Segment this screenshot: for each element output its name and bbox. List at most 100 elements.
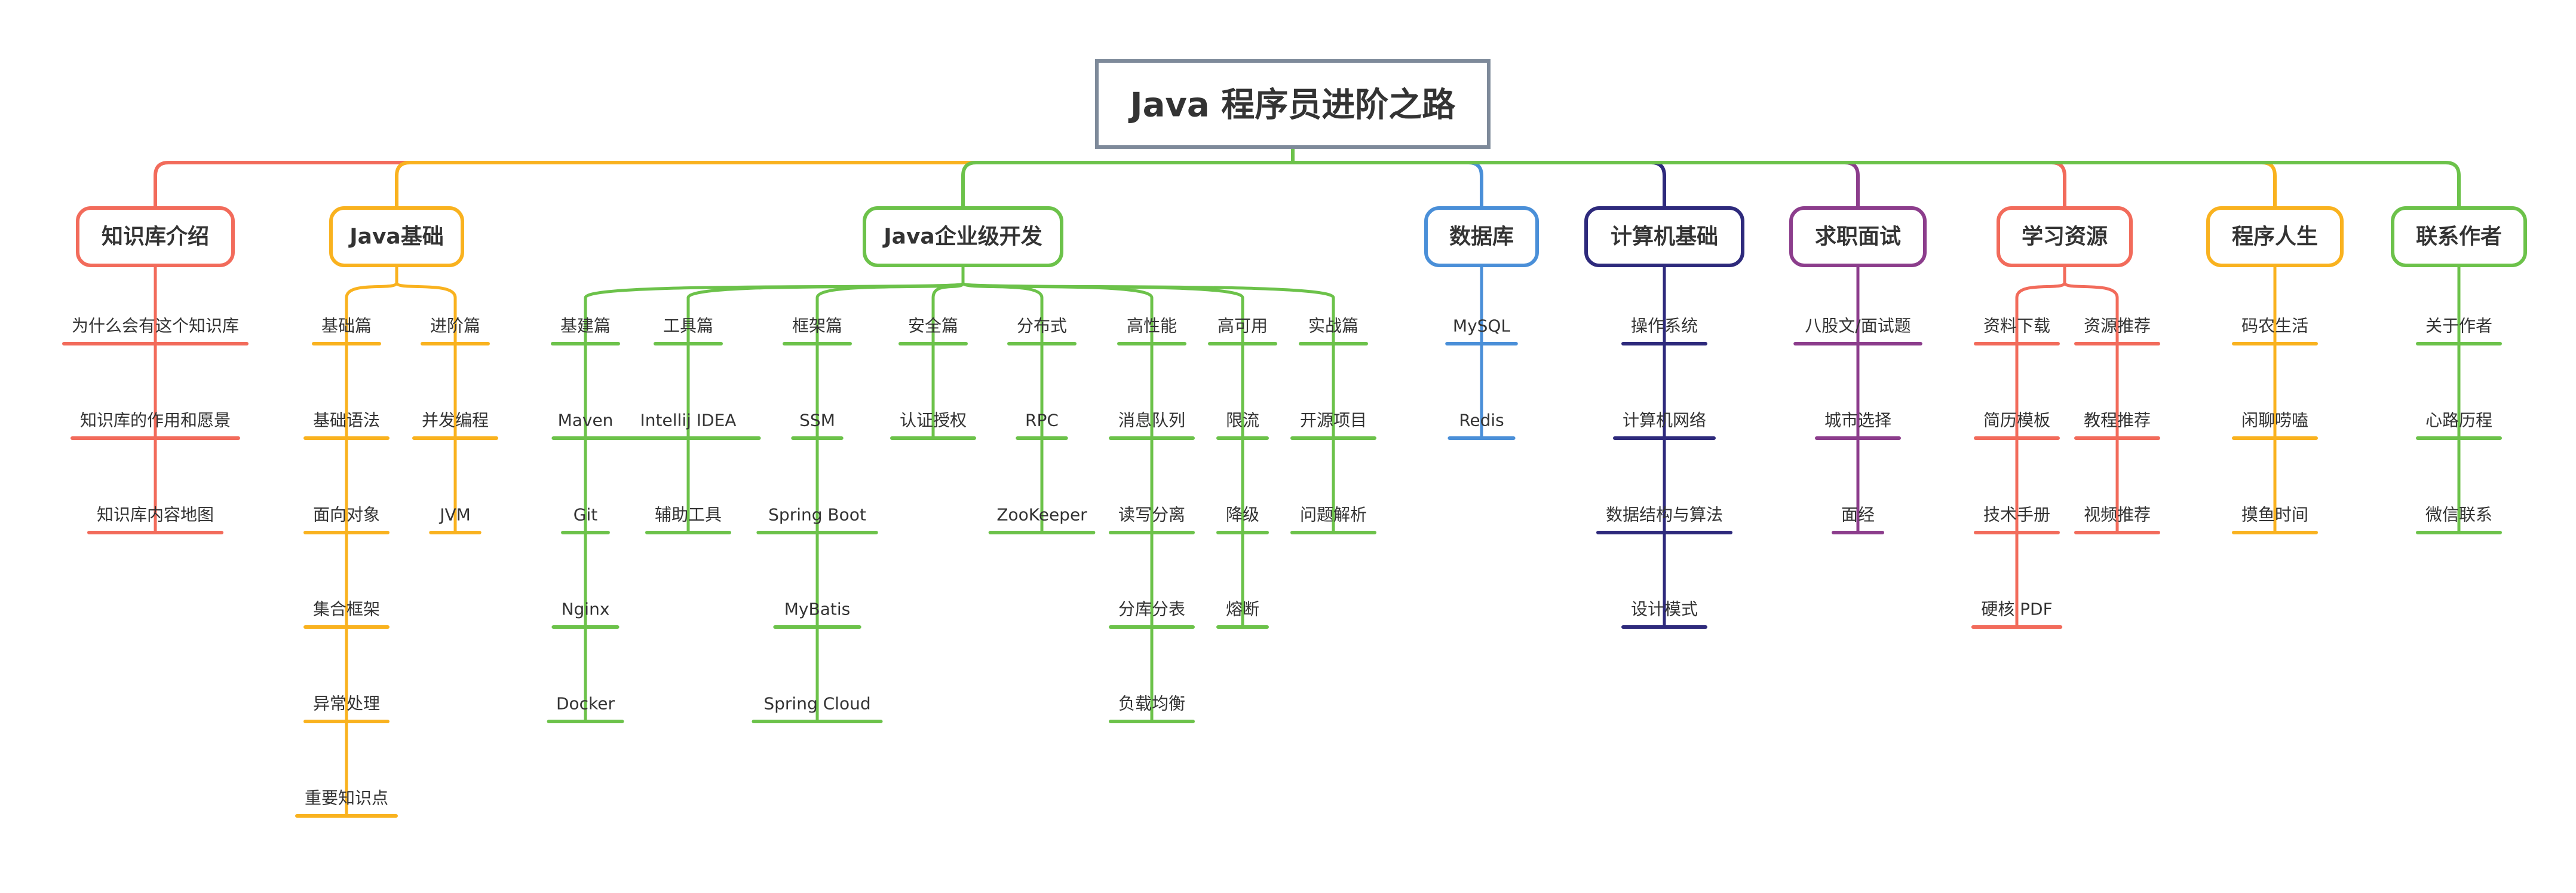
leaf-node[interactable]: 面向对象 xyxy=(303,505,390,534)
leaf-node-label: 高可用 xyxy=(1218,316,1268,336)
leaf-node[interactable]: Docker xyxy=(547,694,624,723)
leaf-node[interactable]: Maven xyxy=(551,411,620,440)
branch-node-resources[interactable]: 学习资源 xyxy=(1997,206,2133,267)
leaf-node[interactable]: 负载均衡 xyxy=(1109,694,1195,723)
leaf-node[interactable]: MySQL xyxy=(1445,316,1518,345)
leaf-node[interactable]: 设计模式 xyxy=(1621,600,1707,629)
leaf-node[interactable]: 技术手册 xyxy=(1974,505,2060,534)
branch-node-life[interactable]: 程序人生 xyxy=(2206,206,2344,267)
connector-enterprise-6 xyxy=(961,265,1244,344)
leaf-node[interactable]: 资料下载 xyxy=(1974,316,2060,345)
leaf-node[interactable]: 异常处理 xyxy=(303,694,390,723)
leaf-node[interactable]: 开源项目 xyxy=(1290,411,1376,440)
leaf-node[interactable]: 面经 xyxy=(1832,505,1884,534)
leaf-node-label: 消息队列 xyxy=(1118,411,1185,430)
leaf-node-label: 分库分表 xyxy=(1118,600,1185,619)
branch-node-database[interactable]: 数据库 xyxy=(1424,206,1539,267)
branch-node-java-basics[interactable]: Java基础 xyxy=(329,206,464,267)
leaf-node-label: 降级 xyxy=(1226,505,1259,525)
root-node[interactable]: Java 程序员进阶之路 xyxy=(1095,59,1491,149)
leaf-node[interactable]: 心路历程 xyxy=(2416,411,2502,440)
leaf-node-label: 面向对象 xyxy=(313,505,380,525)
leaf-node-label: 分布式 xyxy=(1017,316,1067,336)
branch-node-enterprise[interactable]: Java企业级开发 xyxy=(863,206,1063,267)
leaf-node[interactable]: 微信联系 xyxy=(2416,505,2502,534)
leaf-node[interactable]: 操作系统 xyxy=(1621,316,1707,345)
leaf-node[interactable]: SSM xyxy=(791,411,844,440)
root-node-box xyxy=(1095,59,1491,149)
leaf-node[interactable]: 视频推荐 xyxy=(2074,505,2160,534)
leaf-node[interactable]: 认证授权 xyxy=(890,411,976,440)
leaf-node-label: Redis xyxy=(1459,411,1504,430)
leaf-node-label: MyBatis xyxy=(784,600,850,619)
leaf-node[interactable]: 闲聊唠嗑 xyxy=(2232,411,2318,440)
connector-root-contact xyxy=(1291,147,2461,208)
leaf-node-label: 读写分离 xyxy=(1118,505,1185,525)
branch-node-box xyxy=(1997,206,2133,267)
leaf-node[interactable]: 硬核 PDF xyxy=(1971,600,2063,629)
leaf-node[interactable]: 计算机网络 xyxy=(1613,411,1716,440)
leaf-node[interactable]: 知识库内容地图 xyxy=(87,505,223,534)
leaf-node[interactable]: ZooKeeper xyxy=(988,505,1096,534)
leaf-node[interactable]: 码农生活 xyxy=(2232,316,2318,345)
leaf-node[interactable]: 工具篇 xyxy=(654,316,723,345)
leaf-node[interactable]: 辅助工具 xyxy=(645,505,731,534)
leaf-node[interactable]: 基建篇 xyxy=(551,316,620,345)
leaf-node[interactable]: 知识库的作用和愿景 xyxy=(70,411,240,440)
leaf-node[interactable]: 消息队列 xyxy=(1109,411,1195,440)
leaf-node[interactable]: 为什么会有这个知识库 xyxy=(62,316,249,345)
leaf-node[interactable]: Spring Cloud xyxy=(752,694,883,723)
branch-node-contact[interactable]: 联系作者 xyxy=(2391,206,2527,267)
branch-node-label: Java基础 xyxy=(348,225,443,249)
leaf-node[interactable]: 资源推荐 xyxy=(2074,316,2160,345)
leaf-node[interactable]: 高性能 xyxy=(1117,316,1186,345)
branch-node-intro[interactable]: 知识库介绍 xyxy=(76,206,235,267)
branch-node-cs-basics[interactable]: 计算机基础 xyxy=(1584,206,1744,267)
branch-node-job[interactable]: 求职面试 xyxy=(1789,206,1927,267)
leaf-node[interactable]: JVM xyxy=(429,505,482,534)
leaf-node[interactable]: Spring Boot xyxy=(756,505,878,534)
leaf-node[interactable]: 限流 xyxy=(1216,411,1269,440)
leaf-node[interactable]: 城市选择 xyxy=(1815,411,1901,440)
leaf-node-label: 教程推荐 xyxy=(2084,411,2151,430)
leaf-node[interactable]: Nginx xyxy=(551,600,620,629)
leaf-node[interactable]: 基础篇 xyxy=(312,316,381,345)
connector-root-intro xyxy=(154,147,1295,208)
leaf-node[interactable]: MyBatis xyxy=(773,600,861,629)
leaf-node[interactable]: 读写分离 xyxy=(1109,505,1195,534)
leaf-node[interactable]: 熔断 xyxy=(1216,600,1269,629)
leaf-node[interactable]: 问题解析 xyxy=(1290,505,1376,534)
leaf-node[interactable]: 基础语法 xyxy=(303,411,390,440)
leaf-node-label: Spring Cloud xyxy=(763,694,870,714)
leaf-node[interactable]: 降级 xyxy=(1216,505,1269,534)
branch-node-box xyxy=(1584,206,1744,267)
leaf-node-label: 高性能 xyxy=(1127,316,1177,336)
leaf-node[interactable]: 安全篇 xyxy=(898,316,968,345)
leaf-node[interactable]: 框架篇 xyxy=(783,316,852,345)
leaf-node[interactable]: 高可用 xyxy=(1208,316,1277,345)
leaf-node[interactable]: 并发编程 xyxy=(412,411,498,440)
leaf-node[interactable]: 教程推荐 xyxy=(2074,411,2160,440)
leaf-node[interactable]: 简历模板 xyxy=(1974,411,2060,440)
leaf-node-label: 负载均衡 xyxy=(1118,694,1185,714)
leaf-node[interactable]: 摸鱼时间 xyxy=(2232,505,2318,534)
root-node-title: Java 程序员进阶之路 xyxy=(1128,86,1456,125)
leaf-node[interactable]: 实战篇 xyxy=(1299,316,1368,345)
branch-node-box xyxy=(76,206,235,267)
leaf-node[interactable]: 数据结构与算法 xyxy=(1596,505,1732,534)
leaf-node[interactable]: 八股文/面试题 xyxy=(1793,316,1922,345)
leaf-node-label: 认证授权 xyxy=(900,411,967,430)
leaf-node[interactable]: 集合框架 xyxy=(303,600,390,629)
connector-root-java-basics xyxy=(395,147,1295,208)
leaf-node-label: 框架篇 xyxy=(792,316,842,336)
leaf-node[interactable]: Intellij IDEA xyxy=(615,411,761,440)
leaf-node[interactable]: 进阶篇 xyxy=(421,316,490,345)
leaf-node[interactable]: Git xyxy=(561,505,610,534)
leaf-node[interactable]: 分布式 xyxy=(1007,316,1077,345)
leaf-node[interactable]: 分库分表 xyxy=(1109,600,1195,629)
leaf-node[interactable]: Redis xyxy=(1448,411,1516,440)
leaf-node[interactable]: 重要知识点 xyxy=(295,788,398,818)
leaf-node[interactable]: RPC xyxy=(1016,411,1068,440)
leaf-node[interactable]: 关于作者 xyxy=(2416,316,2502,345)
